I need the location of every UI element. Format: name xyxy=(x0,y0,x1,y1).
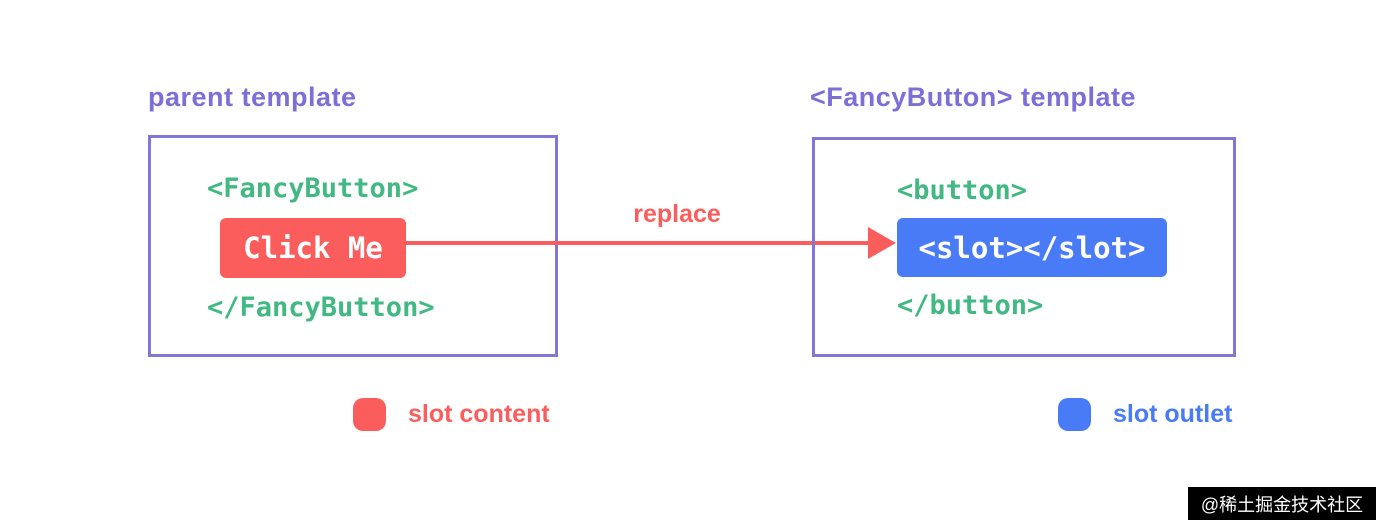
slot-content-chip: Click Me xyxy=(220,218,406,278)
parent-template-box xyxy=(148,135,558,357)
button-open-tag: <button> xyxy=(897,175,1028,206)
legend-slot-content-label: slot content xyxy=(408,400,550,428)
slot-content-swatch-icon xyxy=(353,398,386,431)
juejin-watermark: @稀土掘金技术社区 xyxy=(1188,487,1376,520)
fancybutton-close-tag: </FancyButton> xyxy=(207,292,435,323)
legend-slot-outlet-label: slot outlet xyxy=(1113,400,1233,428)
slot-outlet-chip: <slot></slot> xyxy=(897,218,1167,277)
legend-slot-content: slot content xyxy=(353,398,550,431)
legend-slot-outlet: slot outlet xyxy=(1058,398,1232,431)
replace-arrow-head-icon xyxy=(868,227,896,259)
replace-label: replace xyxy=(633,200,721,228)
fancybutton-open-tag: <FancyButton> xyxy=(207,173,419,204)
replace-arrow-line xyxy=(406,241,874,245)
fancybutton-template-title: <FancyButton> template xyxy=(810,82,1137,112)
parent-template-title: parent template xyxy=(148,82,357,112)
slot-outlet-swatch-icon xyxy=(1058,398,1091,431)
fancybutton-template-box xyxy=(812,137,1236,357)
button-close-tag: </button> xyxy=(897,290,1044,321)
